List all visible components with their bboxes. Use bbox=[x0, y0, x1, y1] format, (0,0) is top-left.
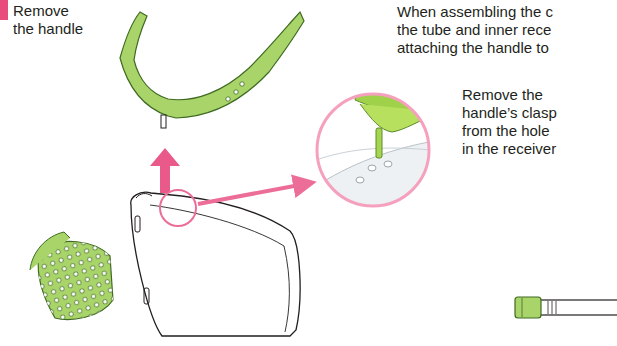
tube bbox=[515, 297, 617, 318]
step-badge bbox=[0, 0, 8, 20]
note-line: attaching the handle to bbox=[397, 39, 549, 57]
receiver bbox=[131, 192, 300, 336]
note-line: the tube and inner rece bbox=[397, 21, 551, 39]
step-title: Remove the handle bbox=[13, 2, 89, 38]
handle bbox=[120, 12, 304, 128]
focus-circle bbox=[160, 190, 196, 226]
magnified-view bbox=[310, 80, 440, 220]
zoom-arrow bbox=[198, 184, 305, 204]
callout-text: Remove the handle’s clasp from the hole … bbox=[462, 86, 562, 158]
remove-arrow bbox=[150, 148, 180, 193]
filter-cap bbox=[30, 232, 113, 319]
note-line: When assembling the c bbox=[397, 3, 553, 21]
